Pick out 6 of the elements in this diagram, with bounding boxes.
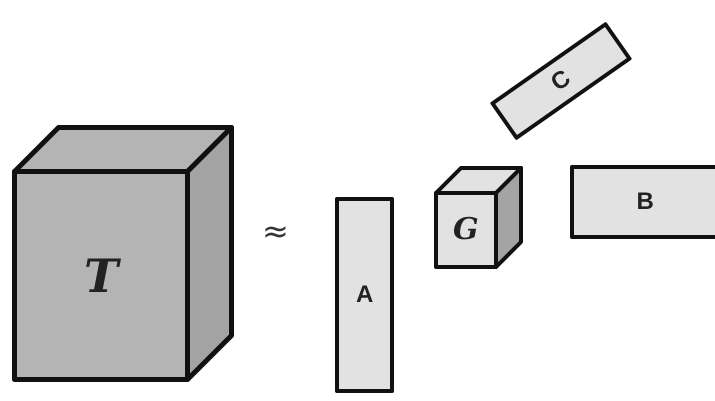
approx-sign: ≈ [262,215,289,247]
matrix-label: A [356,283,374,307]
tensor-symbol: G [453,215,479,245]
matrix-label: C [547,66,576,96]
matrix-label: B [636,190,654,214]
tensor-symbol: T [84,252,118,298]
